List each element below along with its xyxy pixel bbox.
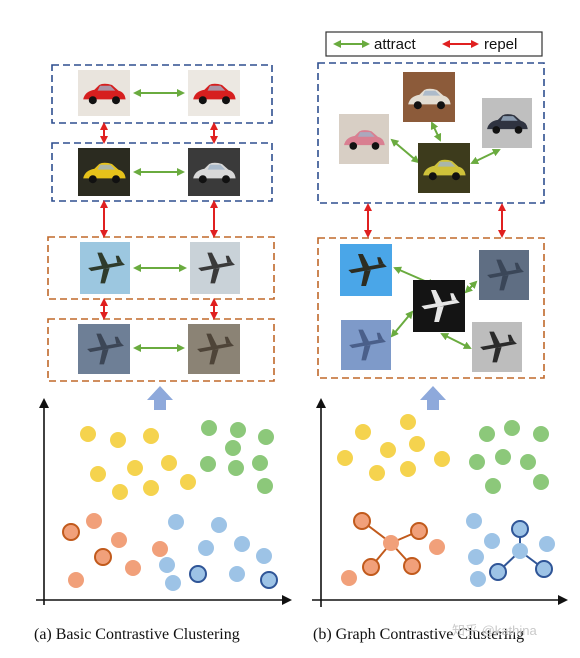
caption-left: (a) Basic Contrastive Clustering xyxy=(34,626,240,643)
left-panel xyxy=(36,64,292,605)
plane-pair-box-1 xyxy=(47,236,275,300)
airplane-photo-icon xyxy=(413,280,465,332)
legend-attract-label: attract xyxy=(374,36,417,53)
car-photo-icon xyxy=(78,148,130,196)
blue-graph-cluster xyxy=(466,513,555,587)
legend: attract repel xyxy=(325,31,543,57)
plane-graph-box xyxy=(317,237,545,379)
watermark: 知乎 @kathina xyxy=(452,623,537,638)
attract-arrow xyxy=(390,310,414,338)
car-photo-icon xyxy=(482,98,532,148)
car-photo-icon xyxy=(418,143,470,193)
airplane-photo-icon xyxy=(340,244,392,296)
car-photo-icon xyxy=(188,148,240,196)
attract-arrow xyxy=(390,138,420,164)
car-photo-icon xyxy=(339,114,389,164)
attract-arrow xyxy=(464,280,478,294)
car-pair-box-2 xyxy=(51,142,273,202)
yellow-cluster xyxy=(337,414,450,481)
legend-repel-label: repel xyxy=(484,36,517,53)
car-pair-box-1 xyxy=(51,64,273,124)
car-photo-icon xyxy=(78,70,130,116)
airplane-photo-icon xyxy=(472,322,522,372)
airplane-photo-icon xyxy=(78,324,130,374)
plane-pair-box-2 xyxy=(47,318,275,382)
airplane-photo-icon xyxy=(190,242,240,294)
car-graph-box xyxy=(317,62,545,204)
attract-arrow xyxy=(440,333,472,349)
orange-cluster xyxy=(62,513,168,588)
airplane-photo-icon xyxy=(80,242,130,294)
airplane-photo-icon xyxy=(341,320,391,370)
car-photo-icon xyxy=(403,72,455,122)
car-photo-icon xyxy=(188,70,240,116)
orange-graph-cluster xyxy=(341,512,445,586)
caption-right: (b) Graph Contrastive Clustering xyxy=(313,626,525,643)
up-arrow-icon xyxy=(147,386,173,410)
airplane-photo-icon xyxy=(479,250,529,300)
attract-arrow xyxy=(470,148,501,165)
green-cluster xyxy=(469,420,549,494)
right-panel: attract repel xyxy=(312,31,568,607)
airplane-photo-icon xyxy=(188,324,240,374)
blue-cluster xyxy=(159,514,278,591)
yellow-cluster xyxy=(80,426,196,500)
green-cluster xyxy=(200,420,274,494)
up-arrow-icon xyxy=(420,386,446,410)
attract-arrow xyxy=(430,121,442,142)
